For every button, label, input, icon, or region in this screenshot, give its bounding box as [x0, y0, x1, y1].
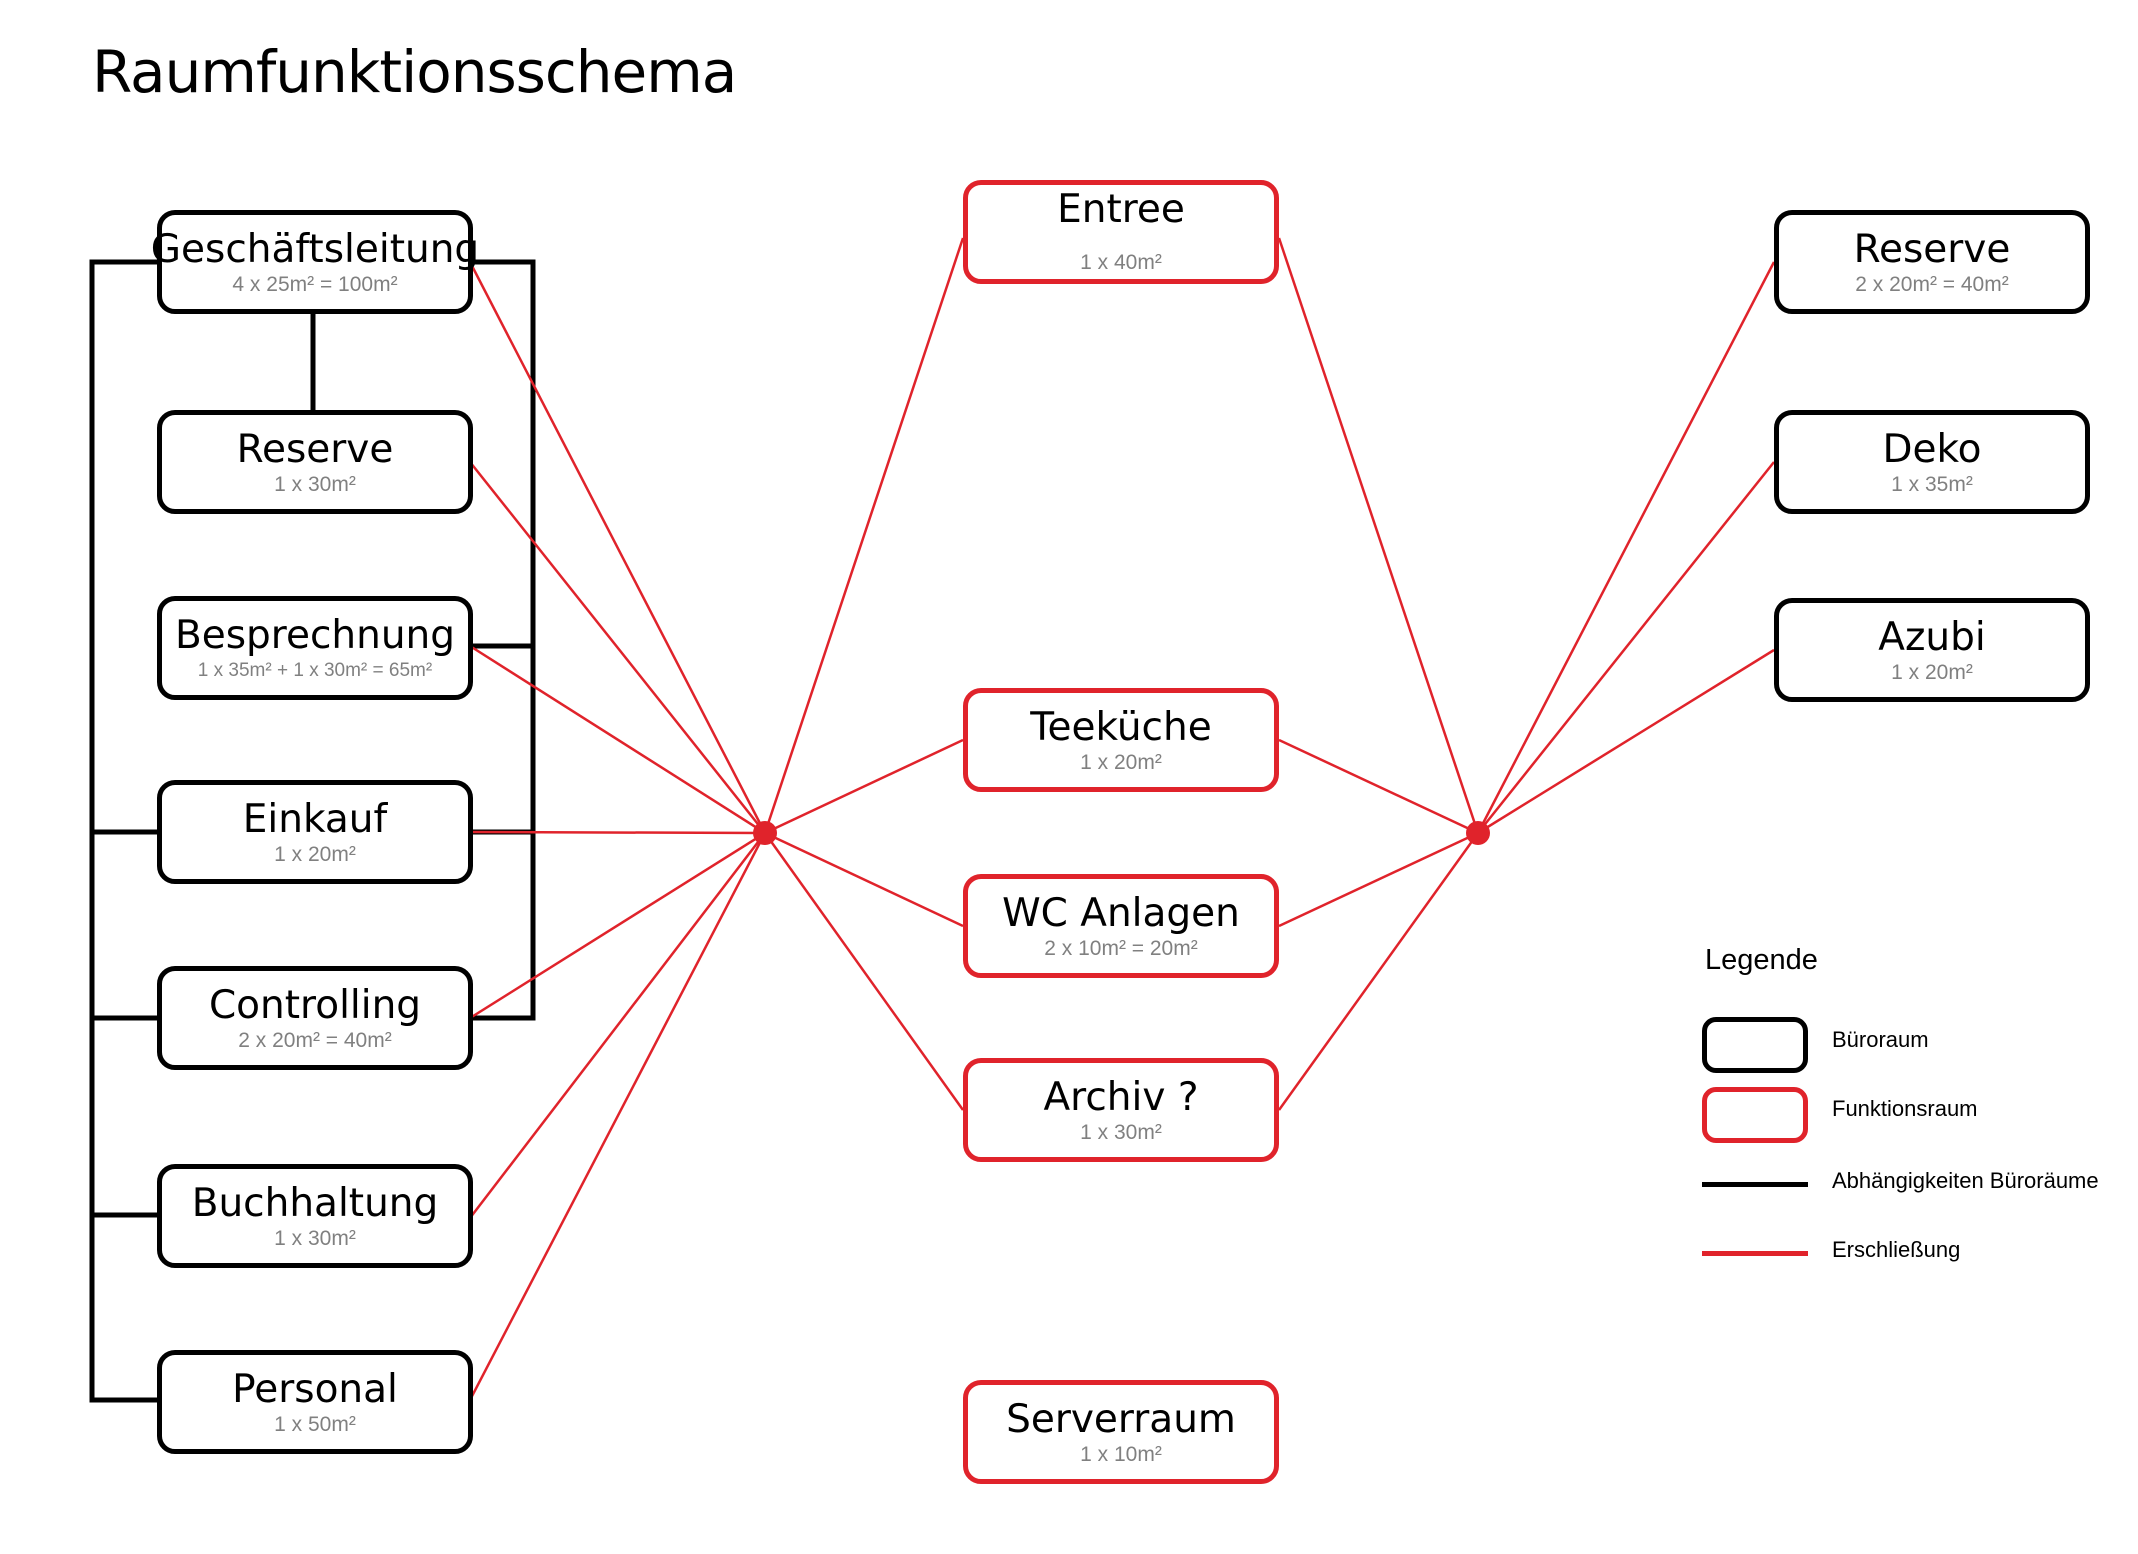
room-area: 4 x 25m² = 100m²	[232, 273, 398, 296]
access-line	[469, 831, 766, 1020]
room-name: Reserve	[1853, 227, 2011, 272]
room-name: Entree	[1057, 187, 1185, 232]
legend-label: Funktionsraum	[1832, 1096, 1978, 1121]
access-line	[1277, 832, 1480, 1111]
room-buchhaltung: Buchhaltung 1 x 30m²	[157, 1164, 473, 1268]
access-line	[1278, 738, 1479, 835]
access-hub-right	[1466, 821, 1490, 845]
room-wc-anlagen: WC Anlagen 2 x 10m² = 20m²	[963, 874, 1279, 978]
room-area: 2 x 20m² = 40m²	[1855, 273, 2009, 296]
room-name: Controlling	[208, 983, 422, 1028]
access-line	[1477, 648, 1775, 835]
room-area: 1 x 40m²	[1080, 251, 1162, 274]
legend-label: Abhängigkeiten Büroräume	[1832, 1168, 2099, 1193]
legend-buero-swatch	[1702, 1017, 1808, 1073]
legend-label: Büroraum	[1832, 1027, 1929, 1052]
room-entree: Entree 1 x 40m²	[963, 180, 1279, 284]
legend-black-line	[1702, 1182, 1808, 1187]
access-line	[764, 738, 964, 835]
room-controlling: Controlling 2 x 20m² = 40m²	[157, 966, 473, 1070]
room-einkauf: Einkauf 1 x 20m²	[157, 780, 473, 884]
access-line	[469, 830, 766, 835]
access-hub-left	[753, 821, 777, 845]
access-line	[1477, 461, 1775, 834]
access-line	[763, 832, 965, 1111]
room-area: 2 x 10m² = 20m²	[1044, 937, 1198, 960]
room-name: Besprechnung	[174, 613, 456, 658]
room-name: Azubi	[1878, 615, 1986, 660]
room-area: 1 x 30m²	[274, 1227, 356, 1250]
room-area: 1 x 30m²	[1080, 1121, 1162, 1144]
room-besprechnung: Besprechnung 1 x 35m² + 1 x 30m² = 65m²	[157, 596, 473, 700]
legend-red-line	[1702, 1251, 1808, 1256]
room-area: 1 x 35m² + 1 x 30m² = 65m²	[197, 660, 433, 681]
room-personal: Personal 1 x 50m²	[157, 1350, 473, 1454]
room-name: Personal	[232, 1367, 398, 1412]
legend-title: Legende	[1705, 944, 1818, 976]
access-line	[1277, 237, 1480, 834]
room-name: Geschäftsleitung	[150, 227, 480, 272]
room-archiv: Archiv ? 1 x 30m²	[963, 1058, 1279, 1162]
room-name: Serverraum	[1006, 1397, 1236, 1442]
access-line	[469, 832, 766, 1219]
access-line	[468, 832, 767, 1401]
diagram-title: Raumfunktionsschema	[92, 38, 737, 106]
room-serverraum: Serverraum 1 x 10m²	[963, 1380, 1279, 1484]
access-line	[1476, 261, 1776, 834]
access-line	[1278, 831, 1479, 928]
legend-label: Erschließung	[1832, 1237, 1961, 1262]
access-line	[763, 237, 965, 834]
room-name: Einkauf	[242, 797, 388, 842]
room-area: 1 x 35m²	[1891, 473, 1973, 496]
room-name: Archiv ?	[1043, 1075, 1199, 1120]
access-line	[469, 644, 766, 835]
room-reserve-left: Reserve 1 x 30m²	[157, 410, 473, 514]
room-area: 1 x 30m²	[274, 473, 356, 496]
room-name: Teeküche	[1030, 705, 1212, 750]
room-name: Deko	[1882, 427, 1982, 472]
access-line	[468, 261, 767, 834]
access-line	[764, 831, 964, 928]
room-area: 1 x 50m²	[274, 1413, 356, 1436]
room-deko: Deko 1 x 35m²	[1774, 410, 2090, 514]
legend-funktion-swatch	[1702, 1087, 1808, 1143]
room-geschaeftsleitung: Geschäftsleitung 4 x 25m² = 100m²	[151, 210, 479, 314]
room-azubi: Azubi 1 x 20m²	[1774, 598, 2090, 702]
access-line	[469, 461, 766, 834]
room-area: 1 x 20m²	[1080, 751, 1162, 774]
room-teekueche: Teeküche 1 x 20m²	[963, 688, 1279, 792]
room-area: 1 x 20m²	[274, 843, 356, 866]
room-area: 2 x 20m² = 40m²	[238, 1029, 392, 1052]
room-name: WC Anlagen	[1002, 891, 1240, 936]
room-name: Reserve	[236, 427, 394, 472]
room-reserve-right: Reserve 2 x 20m² = 40m²	[1774, 210, 2090, 314]
room-name: Buchhaltung	[191, 1181, 439, 1226]
room-area: 1 x 10m²	[1080, 1443, 1162, 1466]
room-area: 1 x 20m²	[1891, 661, 1973, 684]
